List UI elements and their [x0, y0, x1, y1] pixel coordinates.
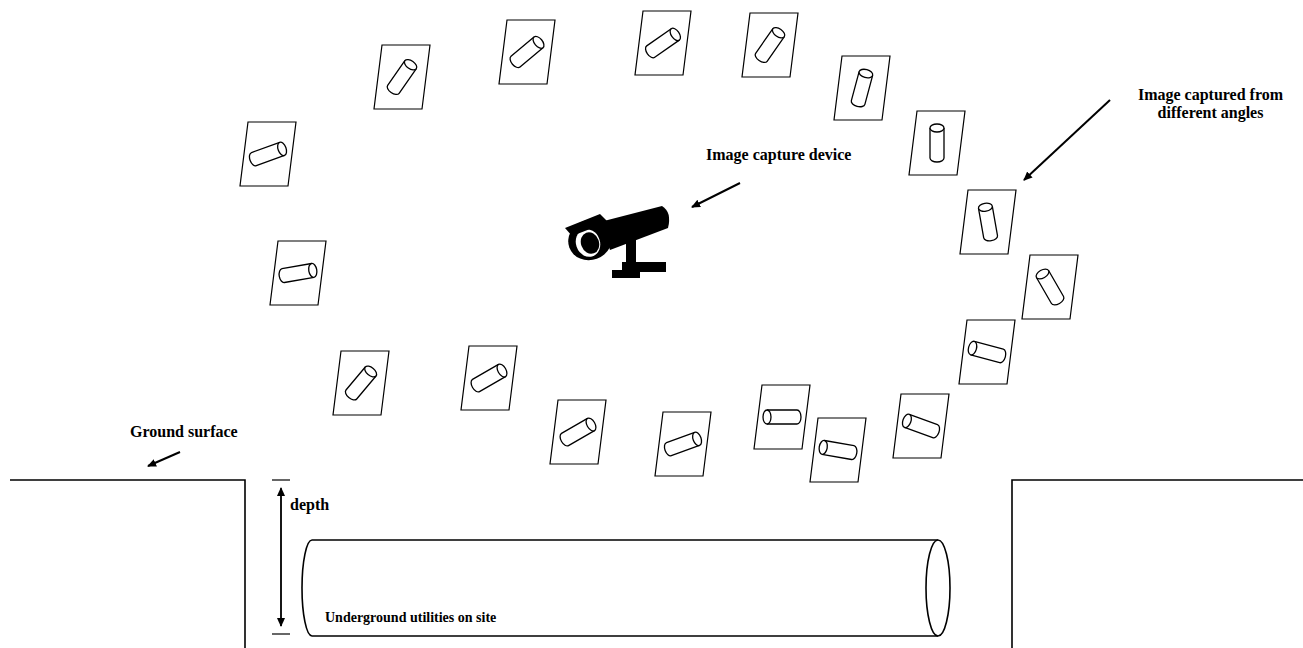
depth-arrow: [280, 488, 281, 626]
cylinder-thumbnail: [248, 141, 288, 167]
image-tile: [333, 351, 389, 415]
cylinder-thumbnail: [763, 410, 801, 424]
ground-line: [1012, 480, 1303, 648]
cylinder-thumbnail: [343, 364, 378, 402]
image-tile: [461, 346, 517, 410]
image-tile: [550, 400, 606, 464]
callout-label: Ground surface: [130, 423, 238, 441]
image-tile: [909, 111, 965, 175]
image-tile: [810, 418, 866, 482]
cylinder-thumbnail: [753, 25, 786, 64]
leader-arrow: [148, 452, 180, 466]
cylinder-thumbnail: [1034, 267, 1065, 307]
image-tile: [270, 241, 326, 305]
leader-arrow: [1024, 100, 1110, 180]
dimension-tick: [272, 479, 290, 480]
leader-arrow: [692, 183, 740, 207]
image-tile: [655, 412, 711, 476]
cylinder-thumbnail: [967, 340, 1007, 363]
image-tile: [499, 20, 555, 84]
cylinder-thumbnail: [901, 413, 941, 439]
pipe-shape: Underground utilities on site: [300, 538, 955, 638]
camera-icon: [562, 206, 669, 278]
image-tile: [635, 11, 691, 75]
cylinder-thumbnail: [663, 431, 703, 457]
ground-line: [10, 480, 245, 648]
cylinder-thumbnail: [469, 362, 509, 393]
image-tile: [960, 190, 1016, 254]
image-tile: [834, 56, 890, 120]
image-tile: [374, 45, 430, 109]
cylinder-thumbnail: [508, 34, 546, 69]
image-tile: [742, 13, 798, 77]
cylinder-thumbnail: [558, 416, 598, 447]
cylinder-thumbnail: [643, 26, 682, 59]
dimension-label: depth: [290, 496, 329, 514]
cylinder-thumbnail: [818, 440, 858, 460]
cylinder-thumbnail: [978, 202, 998, 242]
image-tile: [959, 320, 1015, 384]
cylinder-thumbnail: [930, 124, 944, 162]
callout-label: Image captured from different angles: [1123, 86, 1298, 123]
image-tile: [893, 394, 949, 458]
image-tile: [754, 385, 810, 449]
image-tile: [1022, 255, 1078, 319]
dimension-tick: [272, 633, 290, 634]
image-tile: [240, 122, 296, 186]
callout-label: Image capture device: [706, 146, 851, 164]
cylinder-thumbnail: [385, 57, 418, 96]
pipe-label: Underground utilities on site: [325, 610, 496, 626]
cylinder-thumbnail: [278, 263, 318, 283]
cylinder-thumbnail: [850, 68, 873, 108]
